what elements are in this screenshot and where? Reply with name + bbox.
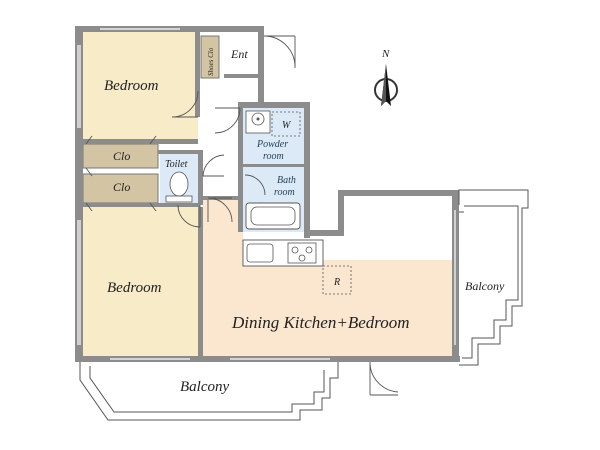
wall-bedroom-top-bottom	[83, 139, 198, 144]
wall-bedroom-bottom-right	[198, 207, 203, 359]
bedroom-bottom-floor	[83, 205, 198, 357]
toilet-tank	[165, 195, 193, 203]
balcony-outlines	[79, 189, 529, 421]
bedroom-bottom-label: Bedroom	[107, 280, 162, 296]
wall-kitchen-top	[304, 230, 344, 236]
wall-bath-divider	[243, 164, 304, 167]
closet-top-label: Clo	[113, 149, 130, 163]
labels: N Bedroom Bedroom Clo Clo Shoes Clo Ent …	[104, 47, 505, 395]
closet-bottom-label: Clo	[113, 180, 130, 194]
powder-room-label-2: room	[263, 151, 284, 162]
bedroom-top-door	[171, 90, 199, 118]
shoes-closet-label: Shoes Clo	[207, 47, 215, 76]
windows	[77, 28, 456, 360]
bedroom-top-floor	[83, 31, 198, 139]
wash-basin-bowl	[251, 112, 265, 126]
balcony-door	[369, 361, 399, 395]
wall-top-ent	[223, 26, 263, 32]
bathtub	[245, 202, 301, 230]
compass	[374, 64, 398, 106]
dining-kitchen-label: Dining Kitchen+Bedroom	[231, 313, 410, 332]
balcony-right-label: Balcony	[465, 279, 505, 293]
toilet-door	[202, 154, 225, 177]
wall-kitchen-step	[338, 190, 344, 236]
compass-north-label: N	[381, 48, 390, 60]
wash-basin	[245, 110, 271, 134]
wall-ent-bottom	[224, 74, 262, 78]
toilet-bowl	[169, 171, 189, 197]
wall-wet-top	[240, 102, 308, 108]
wall-toilet-top	[158, 150, 200, 154]
balcony-right-outline	[458, 189, 529, 366]
bath-room-label-1: Bath	[277, 175, 296, 186]
kitchen-sink	[246, 243, 274, 263]
bedroom-bottom-door	[177, 204, 201, 228]
doors	[85, 35, 399, 396]
entrance-door	[263, 35, 296, 68]
bath-door	[244, 174, 266, 196]
bedroom-top-label: Bedroom	[104, 78, 159, 94]
powder-room-label-1: Powder	[256, 139, 288, 150]
wall-ent-right	[258, 26, 264, 104]
ldk-floor	[203, 260, 455, 359]
wall-left	[75, 26, 83, 361]
stove	[287, 242, 317, 264]
wall-toilet-right	[198, 150, 203, 205]
ldk-door	[207, 197, 233, 223]
wall-bedroom-bottom-top	[83, 203, 200, 207]
refrigerator-label: R	[333, 277, 340, 288]
bath-room-label-2: room	[274, 187, 295, 198]
wall-bedroom-top-right	[195, 31, 200, 117]
powder-room-door	[214, 107, 241, 134]
balcony-bottom-outline	[79, 362, 339, 421]
wall-wet-right	[304, 102, 310, 238]
wall-ldk-top-right	[338, 190, 459, 196]
wall-wet-left	[238, 102, 243, 232]
balcony-bottom-label: Balcony	[180, 379, 229, 395]
closet-top	[82, 143, 159, 169]
toilet-label: Toilet	[165, 159, 188, 170]
closet-bottom	[82, 173, 159, 204]
washer-label: W	[282, 120, 292, 131]
shoes-closet	[200, 35, 220, 79]
ldk-upper-floor	[203, 200, 243, 260]
washer-space	[271, 111, 301, 137]
fixtures	[165, 110, 352, 295]
refrigerator-space	[322, 265, 352, 295]
entrance-label: Ent	[230, 47, 248, 61]
